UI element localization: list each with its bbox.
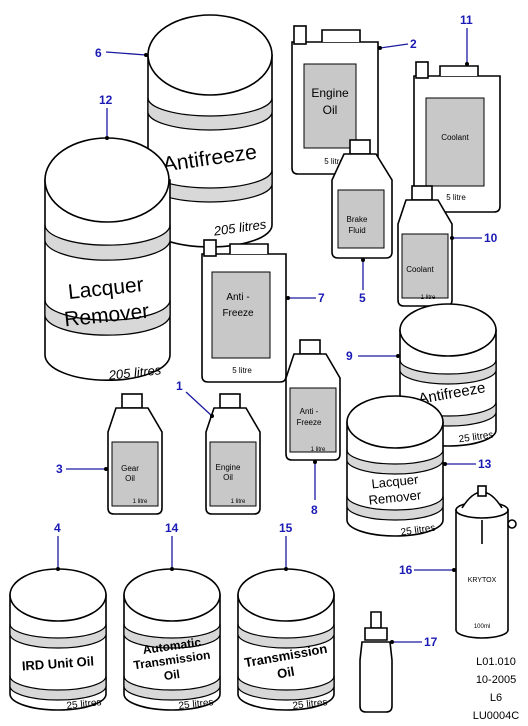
drum-12-volume: 205 litres <box>107 362 163 383</box>
bottle-8-label-2: Freeze <box>297 418 322 427</box>
drum-9-volume: 25 litres <box>458 430 494 446</box>
callout-16: 16 <box>399 563 413 577</box>
callout-4: 4 <box>54 521 61 535</box>
bottle-engine-oil-1l: Engine Oil 1 litre <box>205 393 261 515</box>
bottle-3-label-1: Gear <box>121 464 139 473</box>
can-antifreeze-5l: Anti - Freeze 5 litre <box>201 239 287 383</box>
callout-1: 1 <box>176 379 183 393</box>
can-coolant-5l: Coolant 5 litre <box>413 61 501 213</box>
can-7-label-1: Anti - <box>226 292 249 303</box>
can-11-volume: 5 litre <box>446 193 466 202</box>
leader-lines <box>56 28 482 644</box>
drum-13-label-1: Lacquer <box>371 472 420 492</box>
bottle-1-label-1: Engine <box>216 463 241 472</box>
drum-14-label-3: Oil <box>163 667 181 683</box>
callout-11: 11 <box>460 13 473 27</box>
callout-13: 13 <box>478 457 492 471</box>
drum-6-volume: 205 litres <box>212 216 268 238</box>
drum-4-volume: 25 litres <box>66 697 102 712</box>
can-7-volume: 5 litre <box>232 366 252 375</box>
drum-automatic-transmission-oil: Automatic Transmission Oil 25 litres <box>123 568 221 712</box>
callout-15: 15 <box>279 521 293 535</box>
drum-15-label-2: Oil <box>276 664 296 682</box>
bottle-3-volume: 1 litre <box>133 499 148 505</box>
callout-10: 10 <box>484 231 498 245</box>
aerosol-16-label: KRYTOX <box>468 577 497 584</box>
bottle-brake-fluid: Brake Fluid <box>331 139 393 259</box>
drum-14-volume: 25 litres <box>178 697 214 712</box>
aerosol-krytox: KRYTOX 100ml <box>455 485 517 639</box>
callout-7: 7 <box>318 291 325 305</box>
drum-transmission-oil: Transmission Oil 25 litres <box>237 568 335 712</box>
reference-line-3: L6 <box>490 692 502 704</box>
drum-15-volume: 25 litres <box>292 697 328 712</box>
bottle-antifreeze-1l: Anti - Freeze 1 litre <box>285 339 341 461</box>
can-2-label-2: Oil <box>323 103 338 117</box>
bottle-8-label-1: Anti - <box>300 407 319 416</box>
bottle-coolant-1l: Coolant 1 litre <box>397 185 453 307</box>
aerosol-16-volume: 100ml <box>474 624 490 630</box>
drum-lacquer-25l: Lacquer Remover 25 litres <box>346 395 444 539</box>
bottle-small <box>359 611 393 713</box>
bottle-10-volume: 1 litre <box>421 295 436 301</box>
callout-numbers: 1 2 3 4 5 6 7 8 9 10 11 12 13 14 15 16 1… <box>54 13 498 649</box>
callout-3: 3 <box>56 462 63 476</box>
reference-line-4: LU0004C <box>473 710 520 722</box>
callout-9: 9 <box>346 349 353 363</box>
drum-antifreeze-large: Antifreeze 205 litres <box>147 14 273 248</box>
drum-lacquer-large: Lacquer Remover 205 litres <box>44 137 171 383</box>
can-2-volume: 5 litre <box>324 157 344 166</box>
bottle-10-label: Coolant <box>406 265 434 274</box>
callout-6: 6 <box>95 46 102 60</box>
callout-12: 12 <box>99 93 113 107</box>
can-2-label-1: Engine <box>311 86 349 100</box>
callout-5: 5 <box>359 291 366 305</box>
drum-4-label: IRD Unit Oil <box>21 654 94 674</box>
reference-block: L01.010 10-2005 L6 LU0004C <box>473 656 520 722</box>
callout-17: 17 <box>424 635 438 649</box>
can-7-label-2: Freeze <box>222 308 254 319</box>
callout-2: 2 <box>410 37 417 51</box>
bottle-gear-oil-1l: Gear Oil 1 litre <box>107 393 163 515</box>
bottle-3-label-2: Oil <box>125 474 135 483</box>
can-11-label: Coolant <box>441 133 469 142</box>
callout-8: 8 <box>311 503 318 517</box>
bottle-1-volume: 1 litre <box>231 499 246 505</box>
bottle-1-label-2: Oil <box>223 473 233 482</box>
bottle-8-volume: 1 litre <box>311 447 326 453</box>
drum-ird-unit-oil: IRD Unit Oil 25 litres <box>9 568 107 712</box>
reference-line-2: 10-2005 <box>476 674 516 686</box>
bottle-5-label-1: Brake <box>347 215 368 224</box>
drum-13-label-2: Remover <box>368 487 423 508</box>
drum-13-volume: 25 litres <box>400 523 436 539</box>
callout-14: 14 <box>165 521 179 535</box>
reference-line-1: L01.010 <box>476 656 516 668</box>
bottle-5-label-2: Fluid <box>348 226 365 235</box>
